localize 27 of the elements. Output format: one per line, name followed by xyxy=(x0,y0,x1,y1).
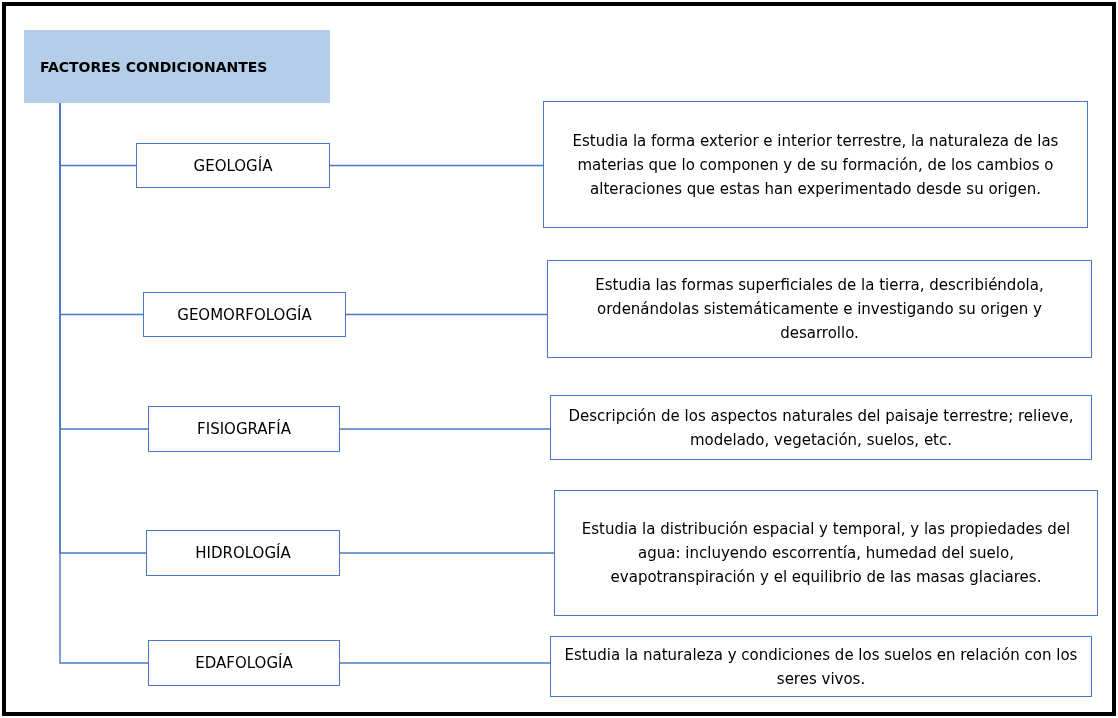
category-box xyxy=(146,530,340,576)
description-box xyxy=(554,490,1098,616)
connector-line xyxy=(339,428,551,430)
description-text: Estudia la forma exterior e interior terrestre, la naturaleza de las materias que lo componen y de su formación, de los cambios o alteraciones que estas han experimentado desde su origen. xyxy=(571,130,1060,200)
category-label: GEOMORFOLOGÍA xyxy=(177,305,312,324)
category-label: HIDROLOGÍA xyxy=(195,544,291,562)
category-label: GEOLOGÍA xyxy=(193,156,273,175)
category-box xyxy=(136,143,330,188)
heading-text: FACTORES CONDICIONANTES xyxy=(40,58,268,75)
description-box xyxy=(543,101,1088,228)
connector-line xyxy=(345,313,548,316)
category-label: EDAFOLOGÍA xyxy=(195,654,293,672)
connector-line xyxy=(329,164,544,167)
description-box xyxy=(550,395,1092,460)
category-box xyxy=(148,406,340,452)
category-label: FISIOGRAFÍA xyxy=(197,420,291,438)
description-text: Estudia la naturaleza y condiciones de los suelos en relación con los seres vivos. xyxy=(563,644,1079,690)
description-box xyxy=(550,636,1092,697)
connector-line xyxy=(339,552,555,554)
description-text: Estudia la distribución espacial y temporal, y las propiedades del agua: incluyendo escorrentía, humedad del suelo, evapotranspiración y el equilibrio de las masas glaciares. xyxy=(580,519,1072,588)
description-box xyxy=(547,260,1092,358)
heading-box xyxy=(24,30,330,103)
description-text: Estudia las formas superficiales de la tierra, describiéndola, ordenándolas sistemáticamente e investigando su origen y desarrollo. xyxy=(594,275,1045,344)
description-text: Descripción de los aspectos naturales del paisaje terrestre; relieve, modelado, vegetación, suelos, etc. xyxy=(567,405,1075,451)
category-box xyxy=(143,292,346,337)
category-box xyxy=(148,640,340,686)
connector-line xyxy=(339,662,551,664)
